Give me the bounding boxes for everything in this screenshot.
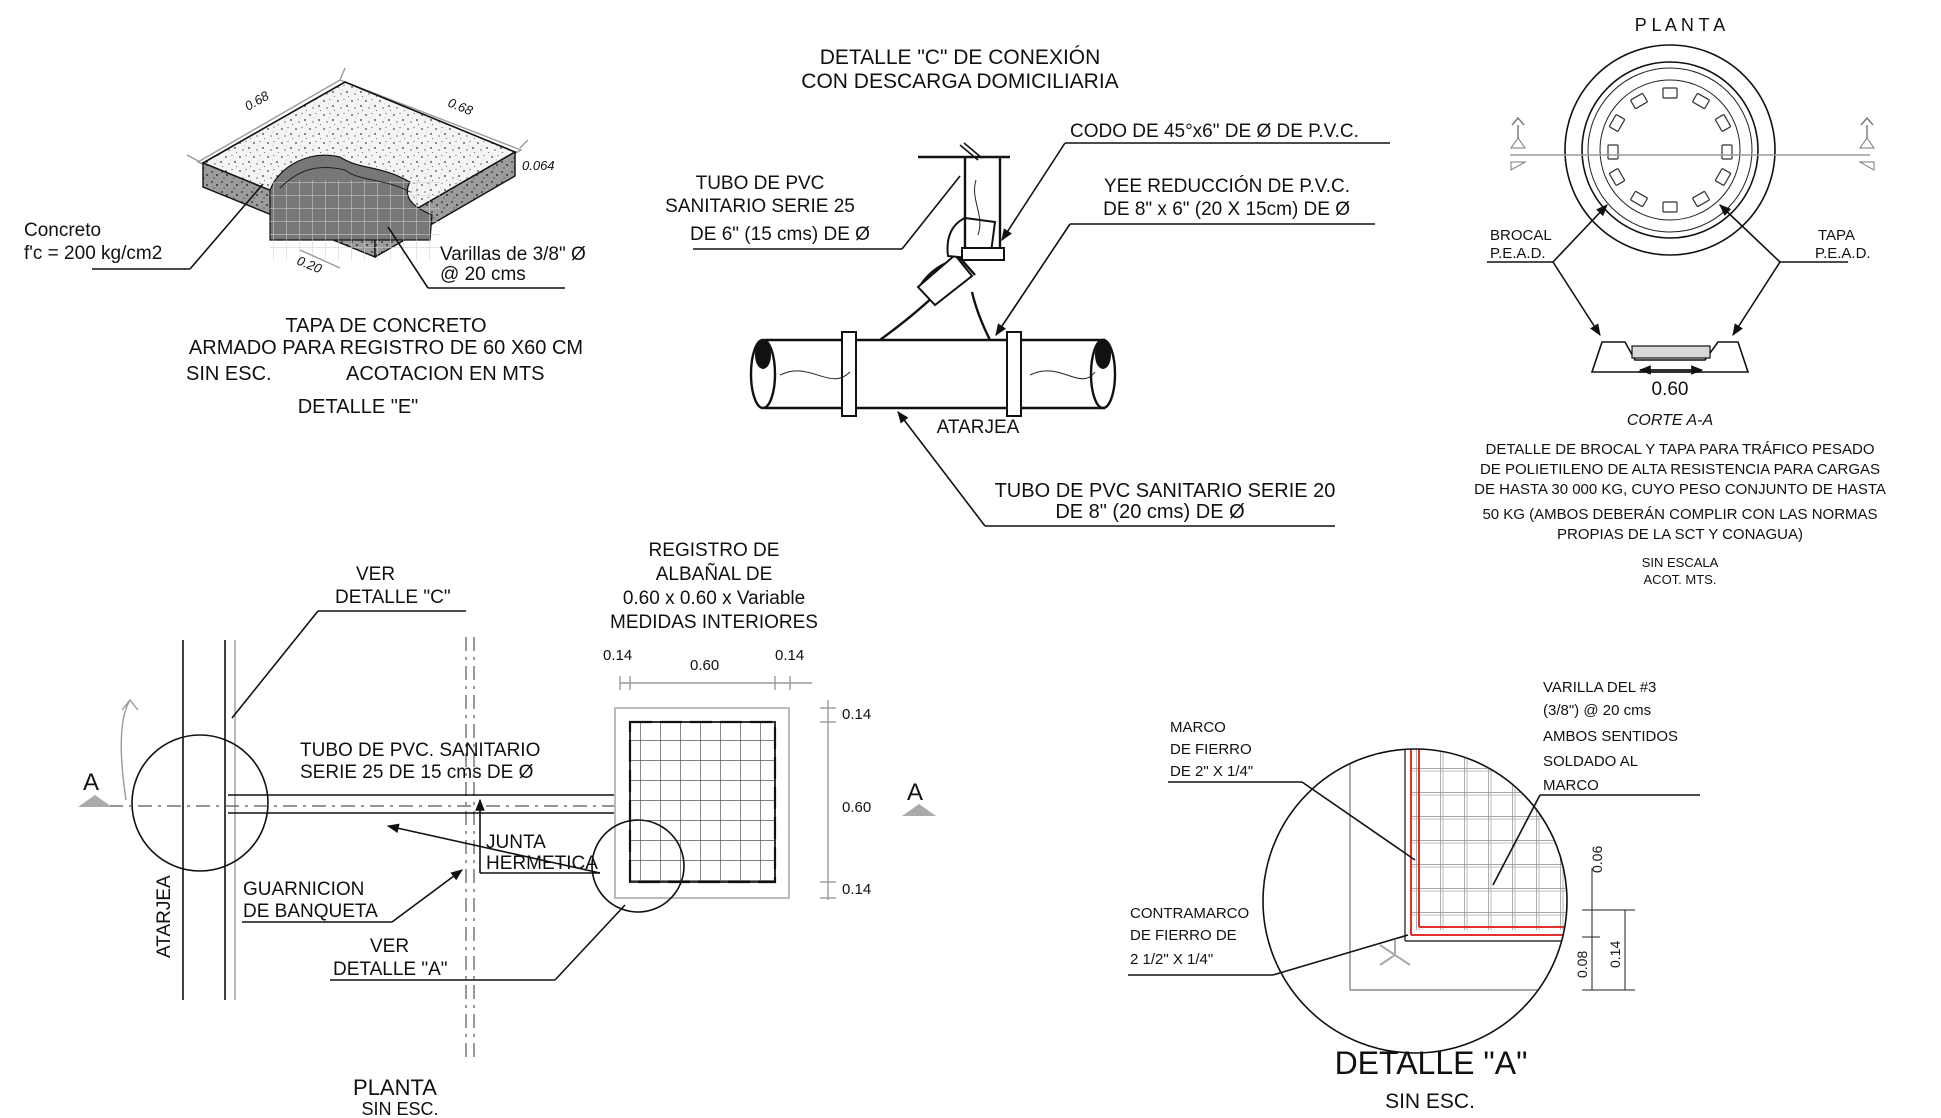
registro-albanal: REGISTRO DE ALBAÑAL DE 0.60 x 0.60 x Var…	[591, 540, 871, 913]
plan-tubo-label-line2: SERIE 25 DE 15 cms DE Ø	[300, 762, 534, 783]
dim-0-06: 0.06	[1589, 846, 1605, 873]
plan-scale: SIN ESC.	[361, 1099, 438, 1118]
brocal-units: ACOT. MTS.	[1644, 572, 1717, 587]
varilla-label-line5: MARCO	[1543, 777, 1599, 794]
junta-label-line1: JUNTA	[486, 832, 546, 853]
concrete-label-line1: Concreto	[24, 220, 101, 241]
contramarco-label-line2: DE FIERRO DE	[1130, 927, 1237, 944]
registro-title-line4: MEDIDAS INTERIORES	[610, 612, 818, 633]
brocal-label-line2: P.E.A.D.	[1490, 245, 1546, 262]
brocal-dim-width: 0.60	[1652, 379, 1689, 400]
dim-0-14: 0.14	[1607, 941, 1623, 968]
lid-slots	[1607, 87, 1733, 213]
tapa-label-line1: TAPA	[1818, 227, 1855, 244]
marco-label-line3: DE 2" X 1/4"	[1170, 763, 1253, 780]
brocal-desc-line4: 50 KG (AMBOS DEBERÁN COMPLIR CON LAS NOR…	[1482, 506, 1877, 523]
varilla-label-line1: VARILLA DEL #3	[1543, 679, 1656, 696]
registro-dim-v-mid: 0.60	[842, 799, 871, 816]
brocal-desc-line3: DE HASTA 30 000 KG, CUYO PESO CONJUNTO D…	[1474, 481, 1886, 498]
plan-section-mark-right: A	[907, 779, 923, 806]
yee-label-line1: YEE REDUCCIÓN DE P.V.C.	[1104, 175, 1350, 197]
detail-a: MARCO DE FIERRO DE 2" X 1/4" VARILLA DEL…	[1128, 679, 1700, 1113]
atarjea-vertical-label: ATARJEA	[154, 875, 175, 958]
detail-c-connection: DETALLE "C" DE CONEXIÓN CON DESCARGA DOM…	[665, 46, 1390, 527]
plan-title: PLANTA	[353, 1075, 437, 1100]
registro-dim-left: 0.14	[603, 647, 632, 664]
detail-e-caption-scale: SIN ESC.	[186, 363, 272, 385]
codo-label: CODO DE 45°x6" DE Ø DE P.V.C.	[1070, 121, 1359, 142]
marco-label-line2: DE FIERRO	[1170, 741, 1252, 758]
detail-c-title-line1: DETALLE "C" DE CONEXIÓN	[820, 46, 1101, 69]
varilla-label-line2: (3/8") @ 20 cms	[1543, 702, 1651, 719]
ver-detalle-c-line2: DETALLE "C"	[335, 587, 451, 608]
concrete-label-line2: f'c = 200 kg/cm2	[24, 243, 162, 264]
detail-a-scale: SIN ESC.	[1385, 1090, 1475, 1113]
brocal-plan-title: P L A N T A	[1635, 15, 1725, 35]
tubo20-label-line2: DE 8" (20 cms) DE Ø	[1055, 501, 1244, 523]
dim-0-08: 0.08	[1574, 951, 1590, 978]
plan-tubo-label-line1: TUBO DE PVC. SANITARIO	[300, 740, 540, 761]
brocal-desc-line2: DE POLIETILENO DE ALTA RESISTENCIA PARA …	[1480, 461, 1880, 478]
registro-title-line1: REGISTRO DE	[649, 540, 780, 561]
detail-e-title: DETALLE "E"	[298, 396, 419, 418]
tapa-label-line2: P.E.A.D.	[1815, 245, 1871, 262]
varilla-label-line4: SOLDADO AL	[1543, 753, 1638, 770]
brocal-scale: SIN ESCALA	[1642, 555, 1719, 570]
registro-dim-center: 0.60	[690, 657, 719, 674]
atarjea-label: ATARJEA	[937, 417, 1020, 438]
tubo25-label-line3: DE 6" (15 cms) DE Ø	[690, 224, 870, 245]
yee-label-line2: DE 8" x 6" (20 X 15cm) DE Ø	[1103, 199, 1350, 220]
brocal-plan-and-section: P L A N T A A	[1474, 15, 1886, 587]
general-plan: A A VER DETALLE "C" TUBO DE PVC. SANITAR…	[78, 564, 936, 1118]
dim-0-064: 0.064	[522, 158, 555, 173]
dim-0-68-left: 0.68	[242, 88, 272, 114]
detail-c-title-line2: CON DESCARGA DOMICILIARIA	[801, 70, 1118, 93]
tubo25-label-line1: TUBO DE PVC	[696, 173, 825, 194]
contramarco-label-line1: CONTRAMARCO	[1130, 905, 1249, 922]
registro-dim-right: 0.14	[775, 647, 804, 664]
contramarco-label-line3: 2 1/2" X 1/4"	[1130, 951, 1213, 968]
brocal-desc-line5: PROPIAS DE LA SCT Y CONAGUA)	[1557, 526, 1803, 543]
rebar-label-line1: Varillas de 3/8" Ø	[440, 244, 586, 265]
brocal-desc-line1: DETALLE DE BROCAL Y TAPA PARA TRÁFICO PE…	[1485, 441, 1874, 458]
detail-a-title: DETALLE "A"	[1335, 1045, 1528, 1081]
registro-dim-v-top: 0.14	[842, 706, 871, 723]
varilla-label-line3: AMBOS SENTIDOS	[1543, 728, 1678, 745]
detail-e-caption-line2: ARMADO PARA REGISTRO DE 60 X60 CM	[189, 337, 583, 359]
detail-e-caption-units: ACOTACION EN MTS	[346, 363, 545, 385]
guarnicion-label-line1: GUARNICION	[243, 879, 364, 900]
ver-detalle-c-line1: VER	[356, 564, 395, 585]
registro-dim-v-bottom: 0.14	[842, 881, 871, 898]
marco-label-line1: MARCO	[1170, 719, 1226, 736]
ver-detalle-a-line1: VER	[370, 936, 409, 957]
tubo25-label-line2: SANITARIO SERIE 25	[665, 196, 855, 217]
brocal-label-line1: BROCAL	[1490, 227, 1552, 244]
ver-detalle-a-line2: DETALLE "A"	[333, 959, 448, 980]
registro-title-line3: 0.60 x 0.60 x Variable	[623, 588, 805, 609]
rebar-label-line2: @ 20 cms	[440, 264, 526, 285]
detail-e-caption-line1: TAPA DE CONCRETO	[285, 315, 486, 337]
detail-e-concrete-lid: 0.68 0.68 0.064 0.20 Concreto f'c = 200 …	[24, 67, 586, 418]
junta-label-line2: HERMETICA	[486, 853, 598, 874]
guarnicion-label-line2: DE BANQUETA	[243, 901, 378, 922]
main-pipe	[765, 338, 1105, 410]
corte-aa-title: CORTE A-A	[1627, 412, 1713, 429]
plan-section-mark-left: A	[83, 769, 99, 796]
registro-title-line2: ALBAÑAL DE	[656, 563, 773, 585]
dim-0-68-right: 0.68	[446, 95, 476, 119]
tubo20-label-line1: TUBO DE PVC SANITARIO SERIE 20	[995, 480, 1336, 502]
